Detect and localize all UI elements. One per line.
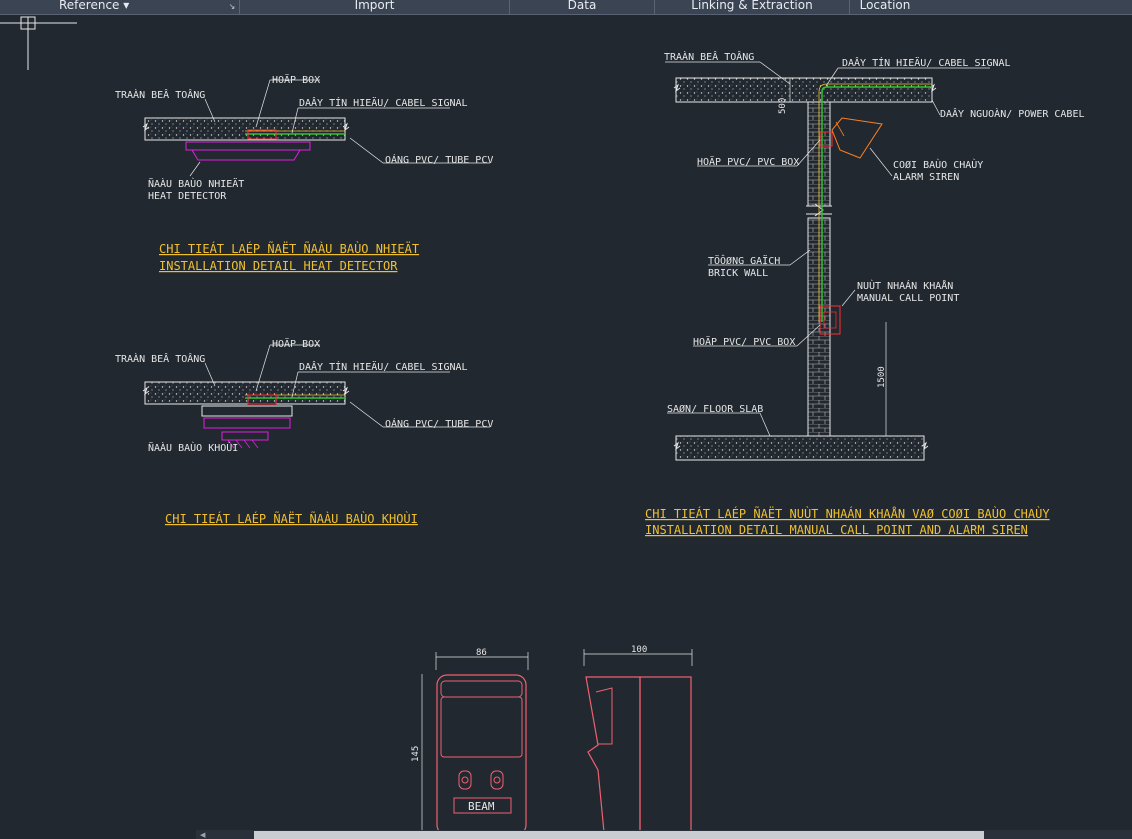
smoke-box-label: HOÄP BOX (272, 337, 320, 350)
heat-detector-detail: TRAÀN BEÂ TOÂNG HOÄP BOX DAÂY TÍN HIEÄU/… (115, 73, 493, 273)
wall-power-label: DAÂY NGUOÀN/ POWER CABEL (940, 107, 1085, 120)
floor-label: SAØN/ FLOOR SLAB (667, 403, 763, 415)
chevron-down-icon[interactable]: ▾ (123, 0, 130, 12)
dialog-launcher-icon[interactable]: ↘ (228, 2, 236, 11)
callpoint-siren-detail: TRAÀN BEÂ TOÂNG DAÂY TÍN HIEÄU/ CABEL SI… (645, 50, 1085, 537)
wall-signal-label: DAÂY TÍN HIEÄU/ CABEL SIGNAL (842, 56, 1011, 69)
drawing-canvas[interactable]: TRAÀN BEÂ TOÂNG HOÄP BOX DAÂY TÍN HIEÄU/… (0, 15, 1132, 830)
heat-signal-label: DAÂY TÍN HIEÄU/ CABEL SIGNAL (299, 96, 468, 109)
ribbon-panel-linking[interactable]: Linking & Extraction (655, 0, 850, 14)
smoke-tube-label: OÁNG PVC/ TUBE PCV (385, 417, 493, 430)
ribbon-panel-bar: Reference ▾ ↘ Import Data Linking & Extr… (0, 0, 1132, 15)
dim-height-label: 145 (411, 746, 421, 762)
wall-ceiling-label: TRAÀN BEÂ TOÂNG (664, 50, 754, 63)
brick-en-label: BRICK WALL (708, 268, 768, 279)
brick-vn-label: TÖÔØNG GAÏCH (708, 254, 780, 267)
heat-title-vn: CHI TIEÁT LAÉP ÑAËT ÑAÀU BAÙO NHIEÄT (159, 241, 419, 256)
reference-label: Reference (59, 0, 120, 12)
ribbon-panel-location[interactable]: Location (859, 0, 911, 12)
siren-en-label: ALARM SIREN (893, 172, 959, 183)
heat-title-en: INSTALLATION DETAIL HEAT DETECTOR (159, 259, 398, 273)
smoke-detector-detail: TRAÀN BEÂ TOÂNG HOÄP BOX DAÂY TÍN HIEÄU/… (115, 337, 493, 526)
dim-width-label: 86 (476, 648, 487, 658)
ucs-icon (0, 16, 77, 70)
siren-vn-label: COØI BAÙO CHAÙY (893, 158, 983, 171)
beam-label: BEAM (468, 800, 495, 813)
heat-detector-en-label: HEAT DETECTOR (148, 191, 227, 202)
ribbon-panel-import[interactable]: Import (240, 0, 510, 14)
dim-depth-label: 100 (631, 645, 647, 655)
smoke-signal-label: DAÂY TÍN HIEÄU/ CABEL SIGNAL (299, 360, 468, 373)
heat-ceiling-label: TRAÀN BEÂ TOÂNG (115, 88, 205, 101)
beam-device-detail: 86 145 BEAM 100 (411, 645, 693, 830)
ribbon-panel-data[interactable]: Data (510, 0, 655, 14)
wall-pvc-box-2-label: HOÄP PVC/ PVC BOX (693, 335, 795, 348)
wall-pvc-box-1-label: HOÄP PVC/ PVC BOX (697, 155, 799, 168)
heat-detector-vn-label: ÑAÀU BAÙO NHIEÄT (148, 177, 244, 190)
smoke-title: CHI TIEÁT LAÉP ÑAËT ÑAÀU BAÙO KHOÙI (165, 511, 418, 526)
wall-title-en: INSTALLATION DETAIL MANUAL CALL POINT AN… (645, 523, 1028, 537)
wall-title-vn: CHI TIEÁT LAÉP ÑAËT NUÙT NHAÁN KHAÅN VAØ… (645, 506, 1050, 521)
dim-1500: 1500 (877, 366, 887, 388)
scroll-left-icon[interactable]: ◀ (200, 831, 206, 839)
callpoint-vn-label: NUÙT NHAÁN KHAÅN (857, 279, 953, 292)
callpoint-en-label: MANUAL CALL POINT (857, 293, 959, 304)
smoke-ceiling-label: TRAÀN BEÂ TOÂNG (115, 352, 205, 365)
scrollbar-thumb[interactable] (254, 831, 984, 839)
dim-500: 500 (778, 98, 788, 114)
smoke-detector-label: ÑAÀU BAÙO KHOÙI (148, 441, 238, 454)
heat-tube-label: OÁNG PVC/ TUBE PCV (385, 153, 493, 166)
ribbon-panel-reference[interactable]: Reference ▾ (0, 0, 240, 14)
heat-box-label: HOÄP BOX (272, 73, 320, 86)
